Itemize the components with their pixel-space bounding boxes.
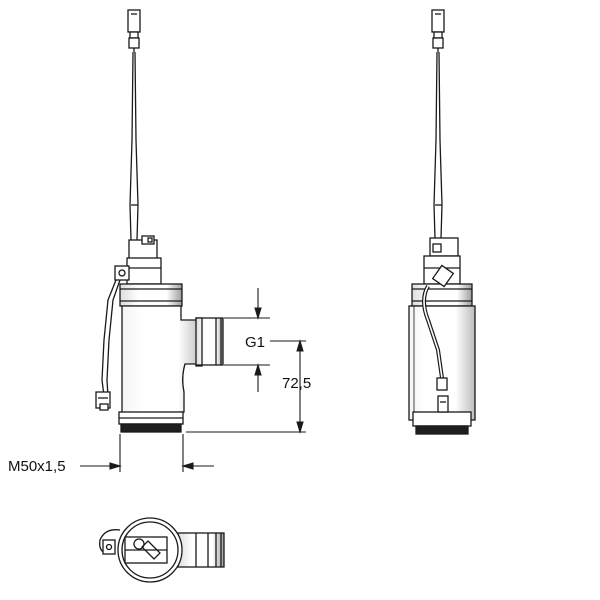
top-view-body bbox=[117, 517, 183, 583]
top-view-cable bbox=[99, 529, 121, 555]
front-outlet-thread bbox=[195, 317, 224, 366]
front-cable-connector bbox=[127, 9, 141, 52]
front-cable bbox=[129, 51, 139, 241]
side-view bbox=[408, 9, 476, 435]
top-view bbox=[99, 517, 225, 583]
g1-dimension bbox=[224, 288, 270, 392]
side-union-nut bbox=[411, 283, 473, 307]
front-side-cable bbox=[95, 279, 121, 411]
g1-label: G1 bbox=[245, 334, 265, 351]
height-dimension bbox=[186, 339, 306, 434]
side-cable bbox=[433, 51, 443, 239]
front-view bbox=[95, 9, 224, 433]
front-union-nut bbox=[119, 283, 183, 307]
side-bent-tube bbox=[422, 264, 455, 413]
top-view-outlet bbox=[177, 532, 225, 568]
front-solenoid-head bbox=[114, 235, 162, 285]
height-label: 72,5 bbox=[282, 375, 311, 392]
side-cable-connector bbox=[431, 9, 445, 52]
front-bottom-thread bbox=[118, 411, 184, 433]
dimension-lines bbox=[80, 288, 306, 472]
front-valve-body bbox=[121, 305, 203, 421]
thread-dimension bbox=[80, 434, 214, 472]
side-bottom-thread bbox=[412, 411, 472, 435]
thread-size-label: M50x1,5 bbox=[8, 458, 66, 475]
